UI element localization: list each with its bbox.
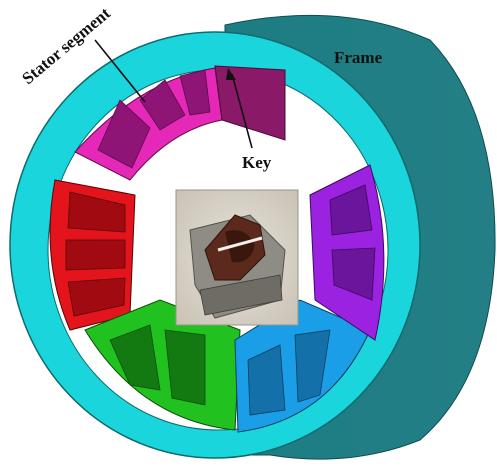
- segment-blue: [234, 299, 371, 433]
- key: [214, 65, 286, 141]
- key-arrow-head: [226, 68, 236, 80]
- segment-magenta: [74, 67, 223, 181]
- leaders: [94, 39, 253, 149]
- segment-purple: [309, 164, 385, 341]
- label-frame: Frame: [334, 48, 383, 67]
- key-leader: [231, 73, 253, 149]
- stator-segments: [49, 65, 385, 433]
- stator-segment-leader: [94, 39, 146, 103]
- stator-segment-photo: [175, 189, 299, 326]
- segment-green: [84, 299, 241, 431]
- segment-red: [49, 179, 136, 331]
- label-key: Key: [242, 153, 272, 172]
